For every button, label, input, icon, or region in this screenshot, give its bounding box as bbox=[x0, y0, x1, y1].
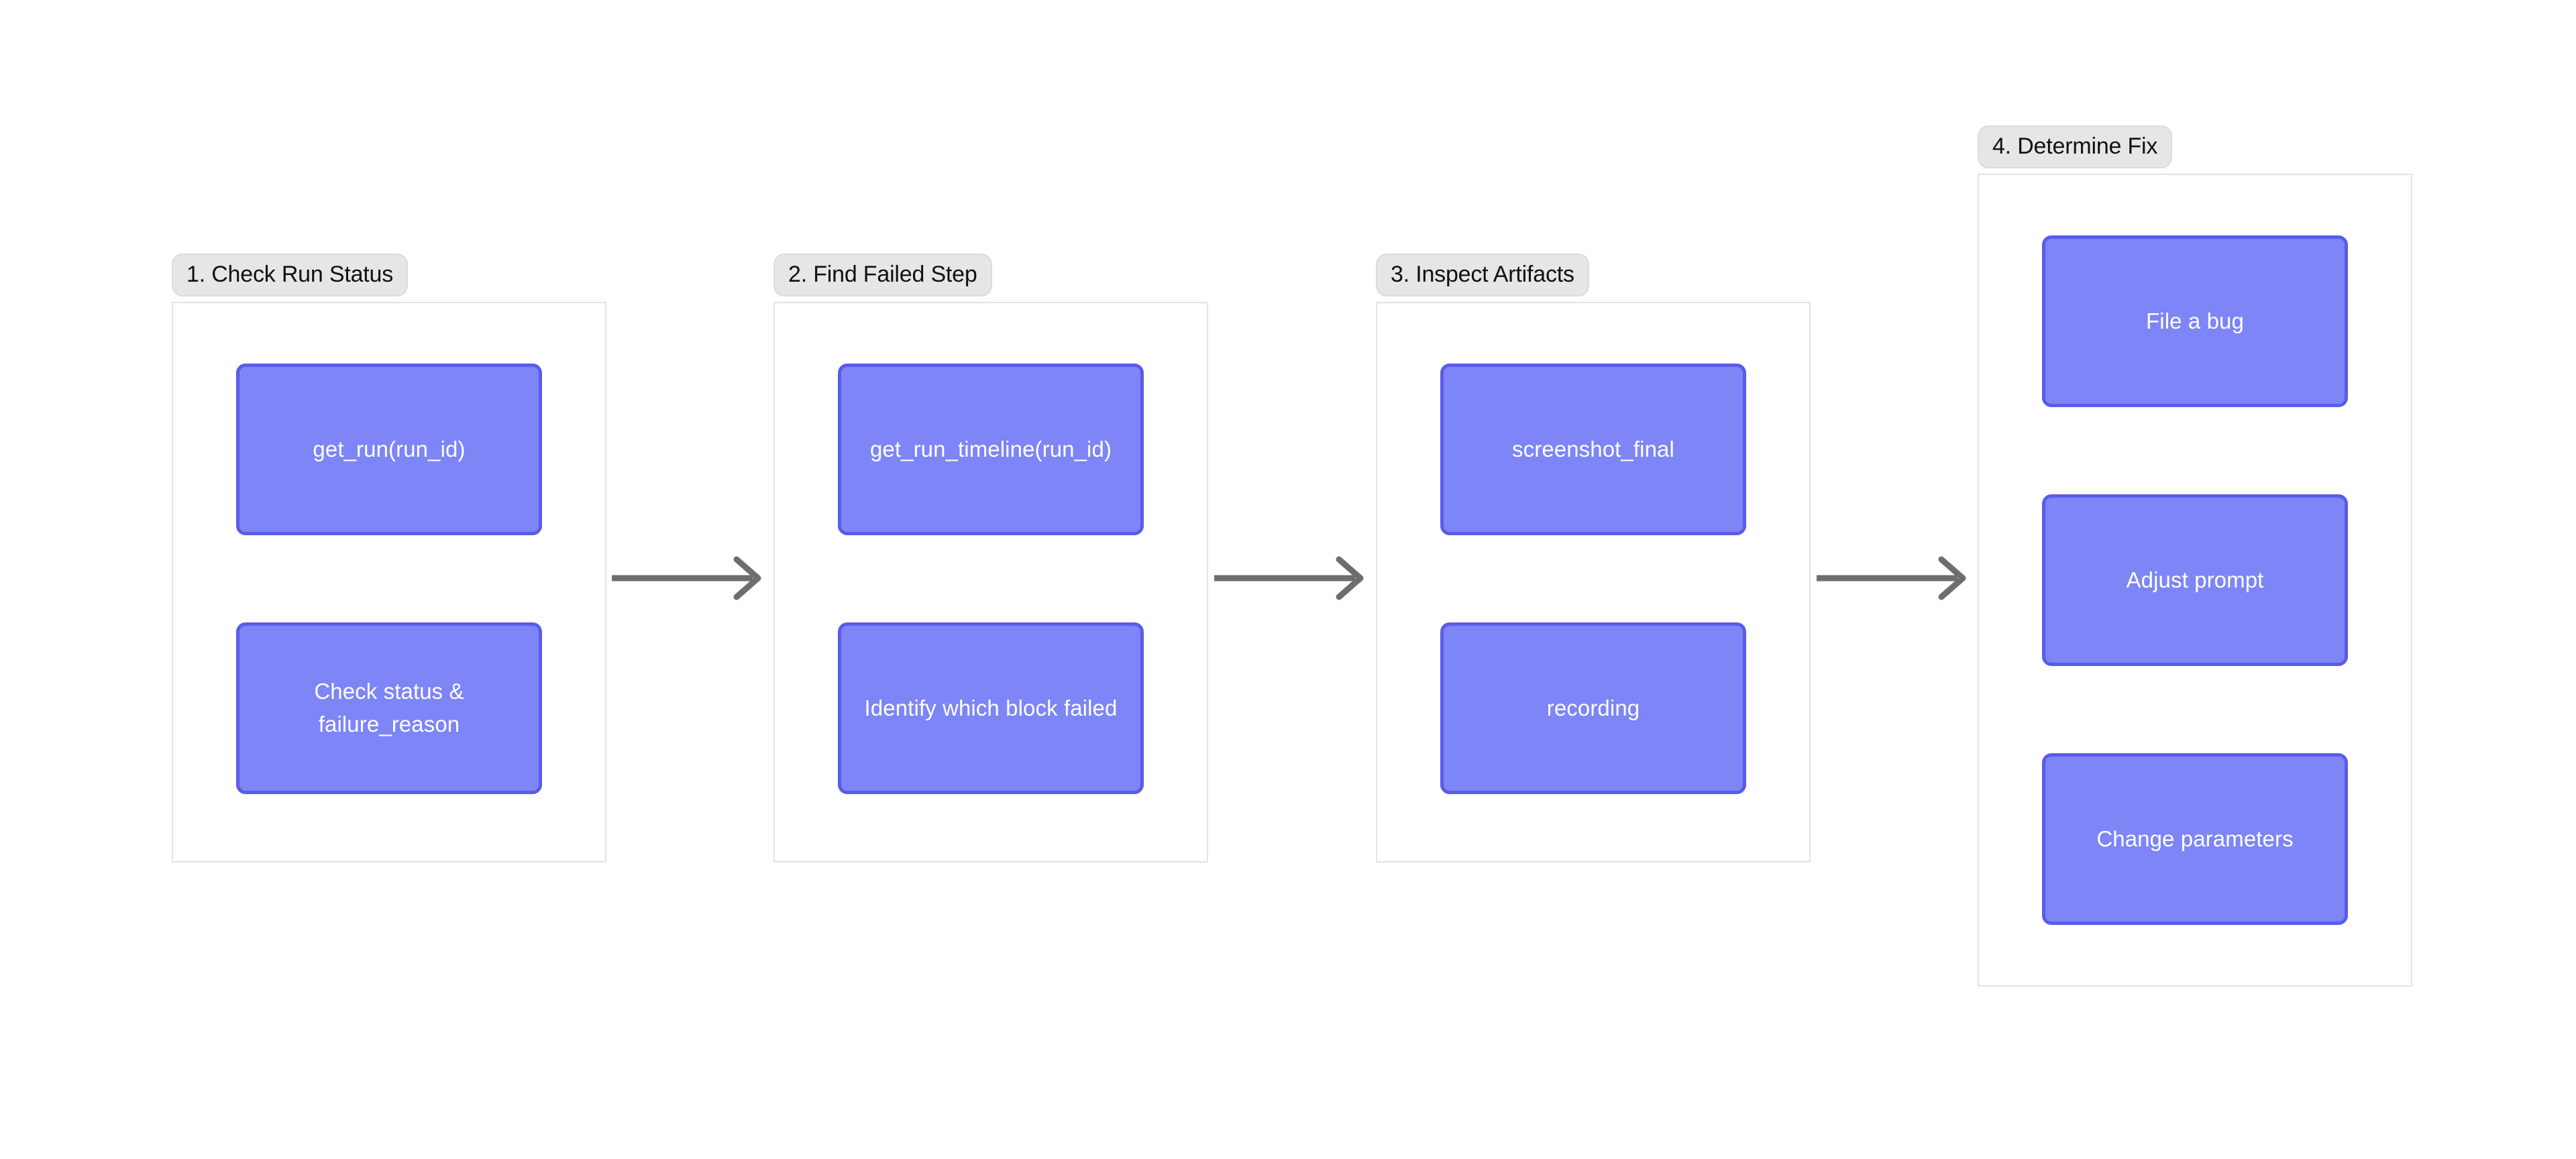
node-label: File a bug bbox=[2146, 308, 2244, 333]
group-panel-inspect-artifacts: screenshot_final recording bbox=[1376, 302, 1811, 863]
group-label-check-run-status: 1. Check Run Status bbox=[172, 254, 409, 296]
arrow-right-icon-group3-to-group4 bbox=[1814, 551, 1975, 605]
group-label-determine-fix: 4. Determine Fix bbox=[1978, 125, 2173, 168]
arrow-right-icon-group1-to-group2 bbox=[609, 551, 770, 605]
node-label: Adjust prompt bbox=[2126, 567, 2264, 592]
node-check-status[interactable]: Check status & failure_reason bbox=[236, 622, 542, 794]
group-label-inspect-artifacts: 3. Inspect Artifacts bbox=[1376, 254, 1589, 296]
arrow-right-icon-group2-to-group3 bbox=[1212, 551, 1373, 605]
node-label: screenshot_final bbox=[1512, 436, 1674, 461]
node-label: Change parameters bbox=[2096, 826, 2294, 851]
node-adjust-prompt[interactable]: Adjust prompt bbox=[2042, 494, 2348, 666]
group-panel-determine-fix: File a bug Adjust prompt Change paramete… bbox=[1978, 174, 2412, 987]
node-label: get_run_timeline(run_id) bbox=[869, 436, 1112, 461]
node-label: get_run(run_id) bbox=[313, 436, 466, 461]
group-label-find-failed-step: 2. Find Failed Step bbox=[773, 254, 992, 296]
node-screenshot-final[interactable]: screenshot_final bbox=[1440, 364, 1746, 535]
node-recording[interactable]: recording bbox=[1440, 622, 1746, 794]
group-panel-find-failed-step: get_run_timeline(run_id) Identify which … bbox=[773, 302, 1208, 863]
node-get-run[interactable]: get_run(run_id) bbox=[236, 364, 542, 535]
node-change-parameters[interactable]: Change parameters bbox=[2042, 753, 2348, 925]
node-identify-block[interactable]: Identify which block failed bbox=[838, 622, 1144, 794]
node-file-a-bug[interactable]: File a bug bbox=[2042, 235, 2348, 407]
node-label: recording bbox=[1546, 695, 1640, 720]
group-panel-check-run-status: get_run(run_id) Check status & failure_r… bbox=[172, 302, 606, 863]
node-label: Identify which block failed bbox=[864, 695, 1118, 720]
node-label: Check status & failure_reason bbox=[314, 679, 464, 736]
node-get-run-timeline[interactable]: get_run_timeline(run_id) bbox=[838, 364, 1144, 535]
